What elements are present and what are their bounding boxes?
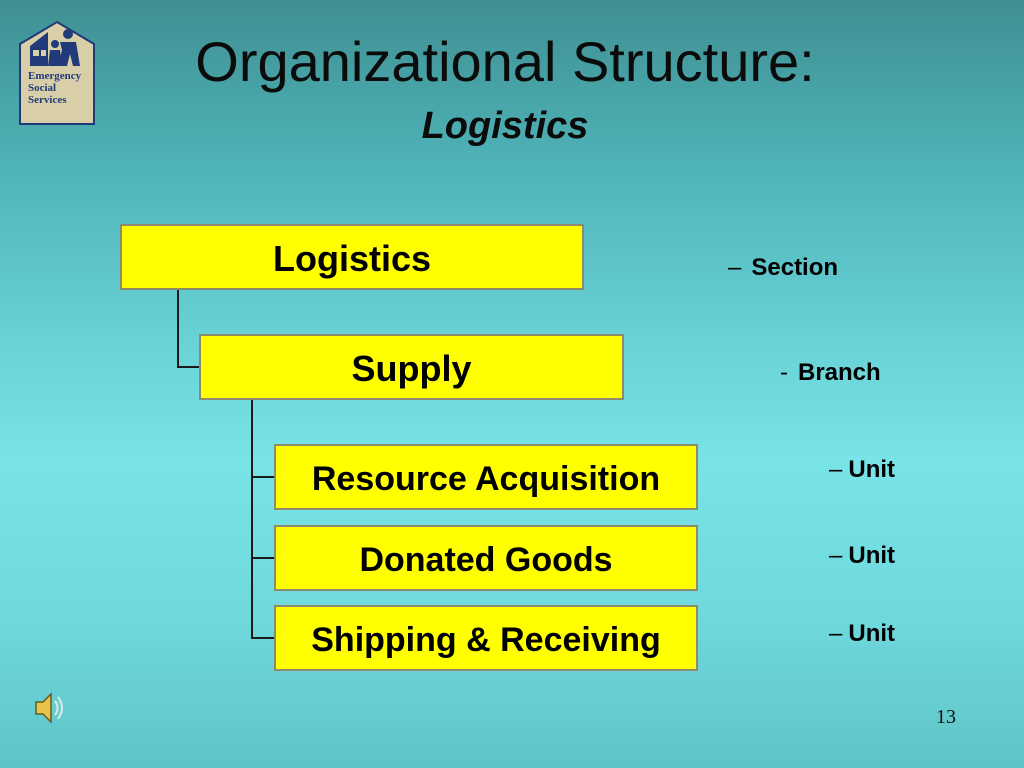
connector-unit-1 (251, 476, 274, 478)
legend-dash: – (829, 456, 843, 483)
page-number: 13 (936, 706, 956, 728)
legend-unit-text: Unit (848, 542, 896, 569)
box-unit-label: Shipping & Receiving (311, 621, 661, 660)
connector-section-branch-horizontal (177, 366, 199, 368)
box-unit-resource-acquisition: Resource Acquisition (274, 444, 698, 510)
legend-branch: -Branch (780, 359, 881, 387)
box-unit-label: Resource Acquisition (311, 460, 661, 499)
connector-branch-units-vertical (251, 400, 253, 638)
box-unit-label: Donated Goods (359, 541, 613, 580)
box-branch-supply: Supply (199, 334, 624, 400)
connector-unit-2 (251, 557, 274, 559)
legend-section: –Section (728, 254, 838, 282)
logo-line-2: Social (28, 82, 57, 94)
legend-unit-2: –Unit (829, 542, 895, 570)
legend-unit-text: Unit (848, 456, 896, 483)
logo-line-3: Services (28, 94, 67, 106)
legend-dash: - (780, 359, 788, 386)
logo-line-1: Emergency (28, 70, 82, 82)
legend-unit-3: –Unit (829, 620, 895, 648)
legend-unit-text: Unit (848, 620, 896, 647)
box-unit-shipping-receiving: Shipping & Receiving (274, 605, 698, 671)
slide-title: Organizational Structure: (195, 30, 815, 93)
speaker-icon[interactable] (30, 688, 70, 728)
box-unit-donated-goods: Donated Goods (274, 525, 698, 591)
legend-dash: – (829, 620, 843, 647)
house-family-icon (19, 20, 95, 125)
connector-section-branch-vertical (177, 290, 179, 368)
legend-section-text: Section (751, 254, 839, 281)
box-section-label: Logistics (272, 238, 432, 280)
connector-unit-3 (251, 637, 274, 639)
legend-branch-text: Branch (798, 359, 881, 386)
slide-subtitle: Logistics (421, 105, 589, 147)
legend-dash: – (728, 254, 742, 281)
legend-unit-1: –Unit (829, 456, 895, 484)
legend-dash: – (829, 542, 843, 569)
box-section-logistics: Logistics (120, 224, 584, 290)
box-branch-label: Supply (351, 348, 472, 390)
ess-logo: Emergency Social Services (18, 20, 96, 126)
